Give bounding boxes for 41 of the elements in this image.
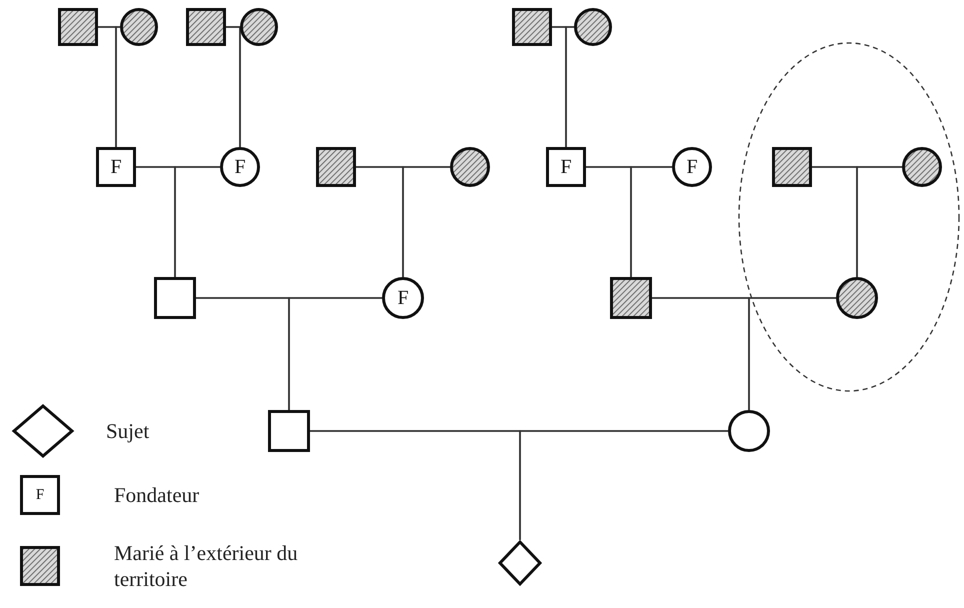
female-circle (382, 277, 424, 319)
female-circle (672, 147, 712, 187)
legend-text: Marié à l’extérieur du territoire (114, 540, 299, 592)
male-square (96, 147, 136, 187)
founder-letter: F (560, 157, 572, 177)
pedigree-line (402, 166, 450, 277)
female-circle (836, 277, 878, 319)
female-circle (240, 8, 278, 46)
pedigree-line (748, 297, 836, 410)
male-square (772, 147, 812, 187)
male-square (512, 8, 552, 46)
female-circle (120, 8, 158, 46)
pedigree-line (856, 166, 902, 277)
male-square (186, 8, 226, 46)
founder-letter: F (110, 157, 122, 177)
female-circle (220, 147, 260, 187)
founder-letter: F (234, 157, 246, 177)
founder-letter: F (36, 488, 44, 502)
male-square (268, 410, 310, 452)
female-circle (450, 147, 490, 187)
legend-text: Sujet (106, 418, 150, 444)
pedigree-line (239, 26, 241, 147)
female-circle (728, 410, 770, 452)
grouping-ellipse (738, 42, 960, 392)
male-square (58, 8, 98, 46)
pedigree-line (565, 26, 574, 147)
subject-diamond (498, 540, 542, 586)
female-circle (902, 147, 942, 187)
male-square (154, 277, 196, 319)
male-square (546, 147, 586, 187)
founder-letter: F (686, 157, 698, 177)
pedigree-line (288, 297, 382, 410)
female-circle (574, 8, 612, 46)
pedigree-line (630, 166, 672, 277)
pedigree-line (174, 166, 220, 277)
legend-text: Fondateur (114, 482, 200, 508)
founder-letter: F (397, 288, 409, 308)
male-square (316, 147, 356, 187)
pedigree-line (519, 430, 728, 540)
pedigree-line (115, 26, 120, 147)
male-square (610, 277, 652, 319)
